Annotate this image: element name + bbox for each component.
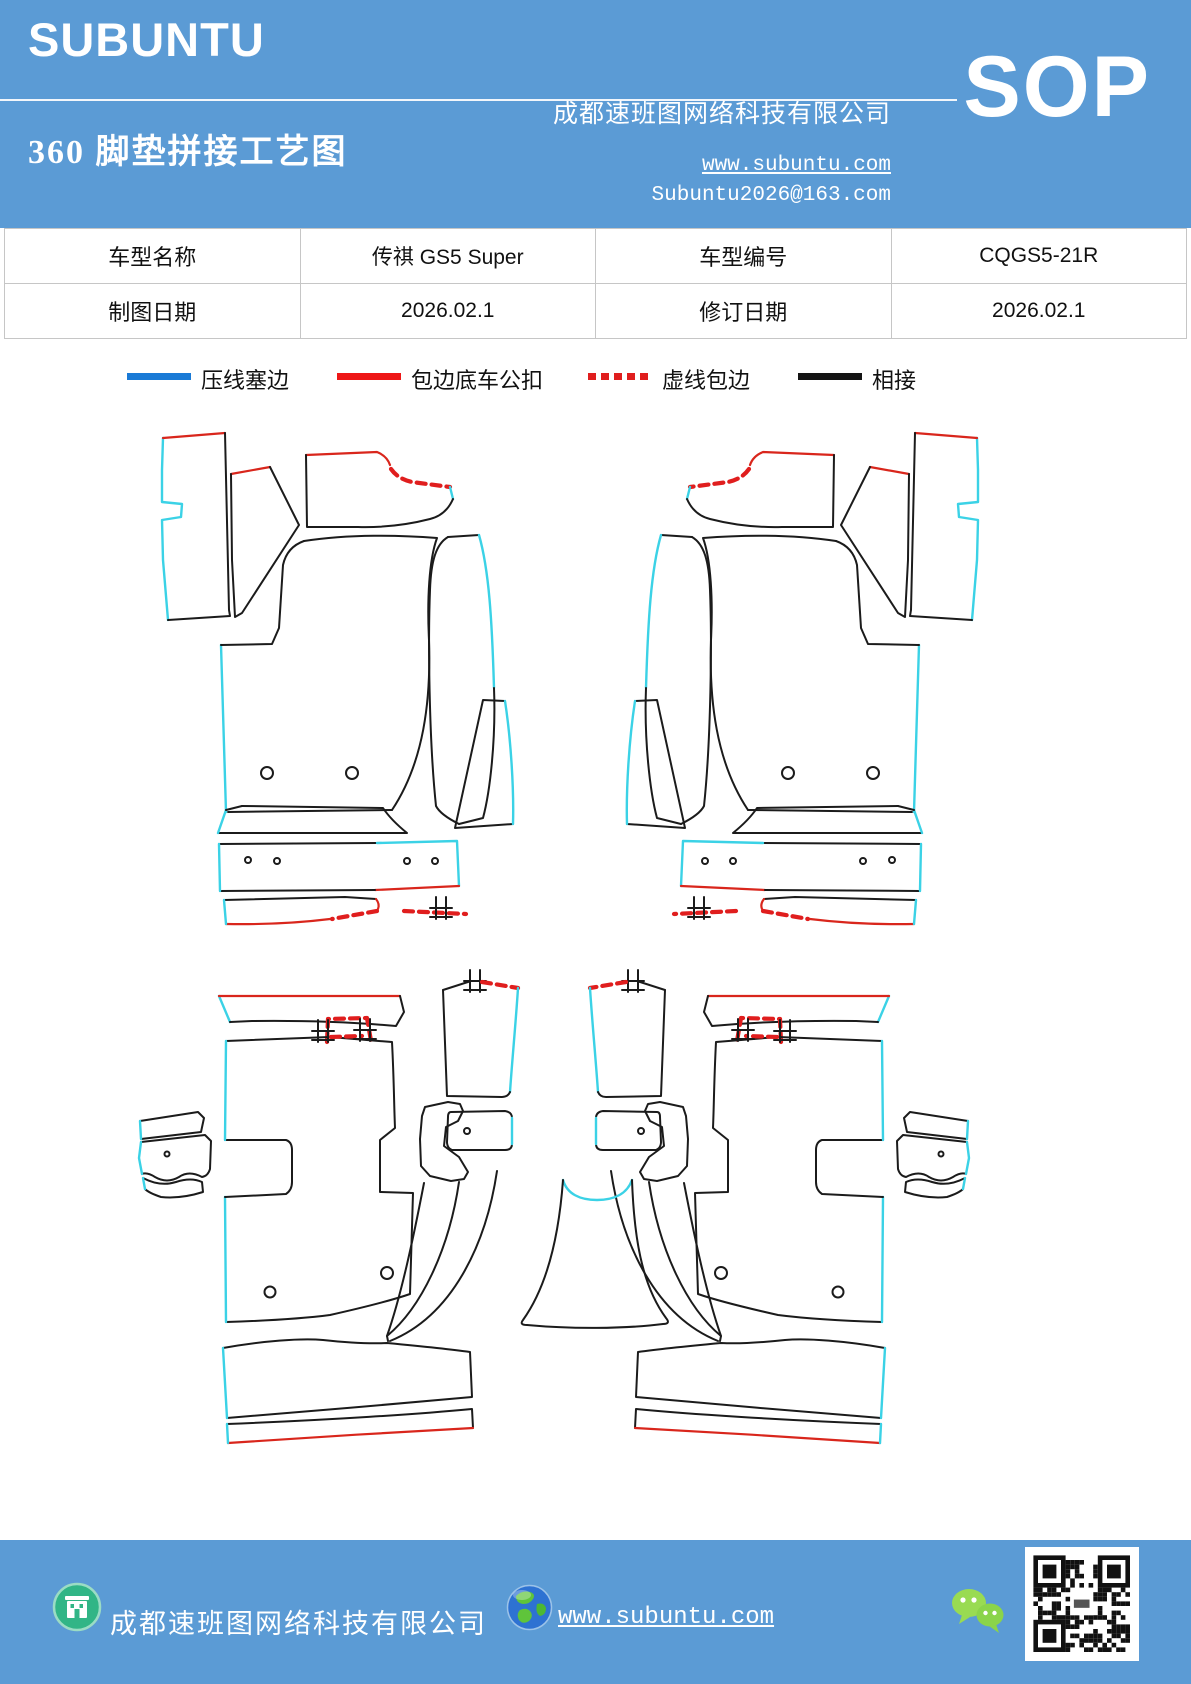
globe-icon bbox=[506, 1584, 553, 1631]
rear-right-set bbox=[590, 970, 969, 1443]
front-left-set bbox=[162, 433, 513, 924]
black-line-swatch bbox=[798, 373, 862, 380]
page-header: SUBUNTU 360 脚垫拼接工艺图 成都速班图网络科技有限公司 www.su… bbox=[0, 0, 1191, 228]
wechat-icon bbox=[952, 1589, 1004, 1633]
table-cell-value: 2026.02.1 bbox=[890, 283, 1187, 339]
table-cell-label: 车型编号 bbox=[595, 228, 892, 284]
legend-label: 压线塞边 bbox=[201, 368, 290, 393]
table-cell-value: 传祺 GS5 Super bbox=[299, 228, 596, 284]
table-cell-value: CQGS5-21R bbox=[890, 228, 1187, 284]
footer-company-name: 成都速班图网络科技有限公司 bbox=[110, 1609, 487, 1639]
table-row: 制图日期 2026.02.1 修订日期 2026.02.1 bbox=[4, 283, 1187, 339]
front-right-set bbox=[627, 433, 978, 924]
page-footer: 成都速班图网络科技有限公司 www.subuntu.com bbox=[0, 1540, 1191, 1684]
header-divider bbox=[0, 99, 957, 101]
red-line-swatch bbox=[337, 373, 401, 380]
table-cell-value: 2026.02.1 bbox=[299, 283, 596, 339]
email-link[interactable]: Subuntu2026@163.com bbox=[651, 184, 891, 207]
table-row: 车型名称 传祺 GS5 Super 车型编号 CQGS5-21R bbox=[4, 228, 1187, 284]
vehicle-info-table: 车型名称 传祺 GS5 Super 车型编号 CQGS5-21R 制图日期 20… bbox=[4, 228, 1187, 339]
table-cell-label: 修订日期 bbox=[595, 283, 892, 339]
center-tunnel-piece bbox=[520, 1178, 669, 1329]
table-cell-label: 车型名称 bbox=[4, 228, 301, 284]
header-contact-block: 成都速班图网络科技有限公司 www.subuntu.com Subuntu202… bbox=[553, 94, 891, 207]
sop-label: SOP bbox=[963, 39, 1151, 135]
legend-label: 包边底车公扣 bbox=[411, 368, 544, 393]
table-cell-label: 制图日期 bbox=[4, 283, 301, 339]
qr-code bbox=[1025, 1547, 1139, 1661]
legend-label: 虚线包边 bbox=[662, 368, 751, 393]
company-name: 成都速班图网络科技有限公司 bbox=[552, 101, 891, 128]
website-link[interactable]: www.subuntu.com bbox=[701, 154, 891, 177]
building-icon bbox=[52, 1582, 102, 1632]
red-dashed-line-swatch bbox=[588, 373, 652, 380]
page-title: 360 脚垫拼接工艺图 bbox=[28, 134, 348, 171]
legend-label: 相接 bbox=[872, 368, 917, 393]
footer-website-link[interactable]: www.subuntu.com bbox=[558, 1604, 775, 1631]
line-type-legend: 压线塞边 包边底车公扣 虚线包边 相接 bbox=[0, 360, 1191, 400]
blue-line-swatch bbox=[127, 373, 191, 380]
brand-logo: SUBUNTU bbox=[28, 13, 265, 66]
rear-left-set bbox=[139, 970, 518, 1443]
